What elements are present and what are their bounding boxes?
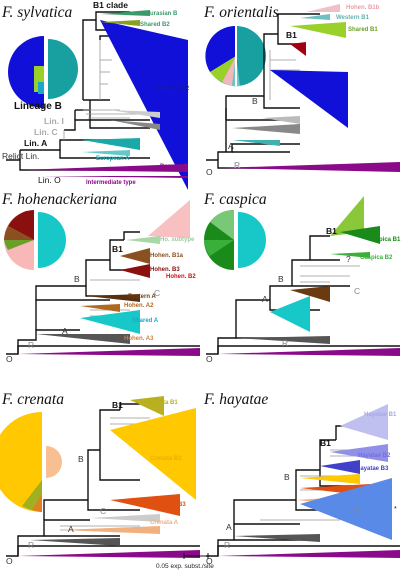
clade-triangle-western-b2	[100, 20, 188, 190]
node-label: B1	[286, 30, 297, 40]
clade-label: Shared A	[132, 318, 159, 324]
panel-caspica: F. caspica B1 ? B C	[203, 191, 401, 364]
clade-label: Crenata B3	[154, 502, 186, 508]
clade-triangle	[330, 196, 364, 236]
clade-triangle	[130, 396, 164, 416]
tree-branches	[6, 403, 200, 557]
node-label: Lin. A	[24, 138, 47, 148]
node-label: A	[68, 524, 74, 534]
clade-label: Hayatae A	[358, 504, 387, 510]
node-label: R	[282, 338, 288, 348]
node-label: R	[234, 160, 240, 170]
clade-label: Ho. subtype	[160, 237, 195, 243]
clade-label: Hohen. B3	[150, 267, 180, 273]
node-label: Lin. O	[38, 175, 61, 185]
node-label: Relict Lin.	[2, 151, 39, 161]
clade-label: Western B1	[336, 15, 370, 21]
clade-label: Hohen. A3	[124, 336, 154, 342]
panel-sylvatica: F. sylvatica	[1, 0, 190, 190]
clade-label: Hohen. B1b	[346, 5, 380, 11]
node-label: A	[226, 522, 232, 532]
scale-bar: 0.05 exp. subst./site	[156, 553, 214, 570]
node-label: A	[62, 326, 68, 336]
node-label: C	[354, 506, 360, 516]
scale-bar-label: 0.05 exp. subst./site	[156, 563, 214, 570]
node-label: B1	[326, 226, 337, 236]
panel-orientalis: F. orientalis	[203, 4, 400, 177]
node-label: C	[154, 288, 160, 298]
node-label: A	[262, 294, 268, 304]
node-label: Lin. I	[44, 116, 64, 126]
clade-label: Crenata B2	[150, 456, 182, 462]
node-label: O	[206, 556, 213, 566]
node-label: O	[206, 167, 213, 177]
panel-crenata: F. crenata B1 B	[0, 391, 200, 566]
clade-label: Crenata B1	[146, 400, 178, 406]
clade-label: Hohen. B1a	[150, 253, 184, 259]
clade-triangle	[340, 404, 388, 440]
node-label: O	[6, 354, 13, 364]
clade-triangle	[148, 200, 190, 238]
clade-label: Western B2	[156, 86, 190, 92]
panel-hayatae: F. hayatae B1 B C A R O Hayata	[203, 391, 400, 566]
split-pie-chart	[204, 210, 266, 270]
split-pie-chart	[8, 36, 78, 108]
panel-title: F. sylvatica	[1, 4, 73, 21]
node-label: O	[206, 354, 213, 364]
svg-text:*: *	[394, 506, 397, 513]
clade-label: Crenata A	[150, 520, 179, 526]
node-label: B1	[112, 244, 123, 254]
node-label: ?	[346, 254, 351, 264]
panel-title: F. caspica	[203, 191, 267, 208]
split-pie-chart	[4, 210, 66, 270]
node-label: O	[6, 556, 13, 566]
clade-label: Shared B1	[348, 27, 378, 33]
node-label: B	[284, 472, 290, 482]
clade-label: Hayatae B3	[356, 466, 389, 472]
panel-title: F. hayatae	[203, 391, 268, 408]
clade-label: Pseudo O	[160, 164, 188, 170]
node-label: A	[228, 141, 234, 151]
panel-title: F. hohenackeriana	[1, 191, 117, 208]
node-label: R	[28, 540, 34, 550]
clade-label: Hohen. A2	[124, 303, 154, 309]
panel-hohenackeriana: F. hohenackeriana	[1, 191, 200, 364]
clade-triangle	[306, 4, 340, 12]
clade-label: European A	[96, 156, 130, 162]
clade-label: Intermediate type	[86, 180, 136, 186]
node-label: C	[354, 286, 360, 296]
clade-label: Eurasian B	[146, 11, 178, 17]
node-label: B1	[320, 438, 331, 448]
clade-label: Shared B2	[140, 22, 170, 28]
node-label: B	[78, 454, 84, 464]
split-pie-chart	[0, 412, 62, 512]
clade-label: Hayatae B2	[358, 453, 391, 459]
node-label: B	[74, 274, 80, 284]
node-label: B	[252, 96, 258, 106]
node-label: Lin. C	[34, 127, 58, 137]
clade-label: Caspica B1	[368, 237, 401, 243]
clade-label: Hohen. B2	[166, 274, 196, 280]
node-label: R	[28, 340, 34, 350]
clade-label: Eastern A	[128, 294, 156, 300]
node-label: C	[100, 506, 106, 516]
node-label: Lineage B	[14, 101, 62, 112]
clade-label: Hayatae B1	[364, 412, 397, 418]
node-label: B1	[112, 400, 123, 410]
clade-label: Caspica B2	[360, 255, 393, 261]
panel-title: F. crenata	[1, 391, 64, 408]
node-label: B1 clade	[93, 0, 128, 10]
tree-grey-branches	[63, 40, 140, 140]
panel-title: F. orientalis	[203, 4, 279, 21]
pie-chart	[205, 25, 266, 87]
node-label: R	[224, 540, 230, 550]
node-label: B	[278, 274, 284, 284]
